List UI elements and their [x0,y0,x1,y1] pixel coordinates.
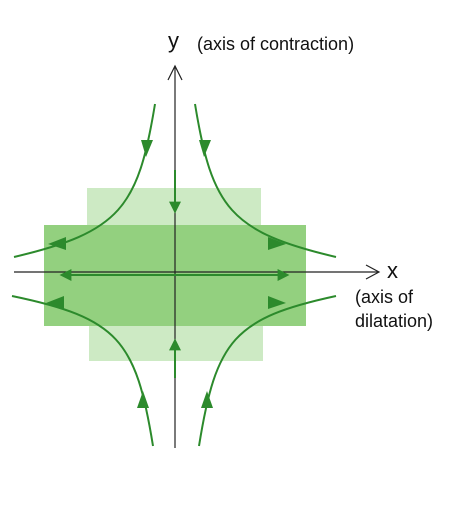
streamline-top-right [194,103,337,258]
streamline-arrow-bottom-left [137,391,149,408]
y-axis-label: y [168,28,179,53]
x-axis-caption-line2: dilatation) [355,311,434,331]
x-axis-label: x [387,258,398,283]
streamline-bottom-right [198,295,337,447]
streamline-arrow-left-upper [48,237,66,250]
streamline-bottom-left [11,295,154,447]
streamline-top-left [13,103,156,258]
streamline-arrow-top-left [141,140,153,157]
x-axis-arrowhead [365,264,381,280]
streamline-arrow-left-lower [46,296,64,309]
streamline-arrow-right-upper [268,237,286,250]
x-axis-caption-line1: (axis of [355,287,414,307]
y-axis-caption: (axis of contraction) [197,34,355,54]
streamline-arrow-right-lower [268,296,286,309]
streamline-arrow-top-right [199,140,211,157]
streamline-arrow-bottom-right [201,391,213,408]
y-axis-arrowhead [167,64,183,81]
